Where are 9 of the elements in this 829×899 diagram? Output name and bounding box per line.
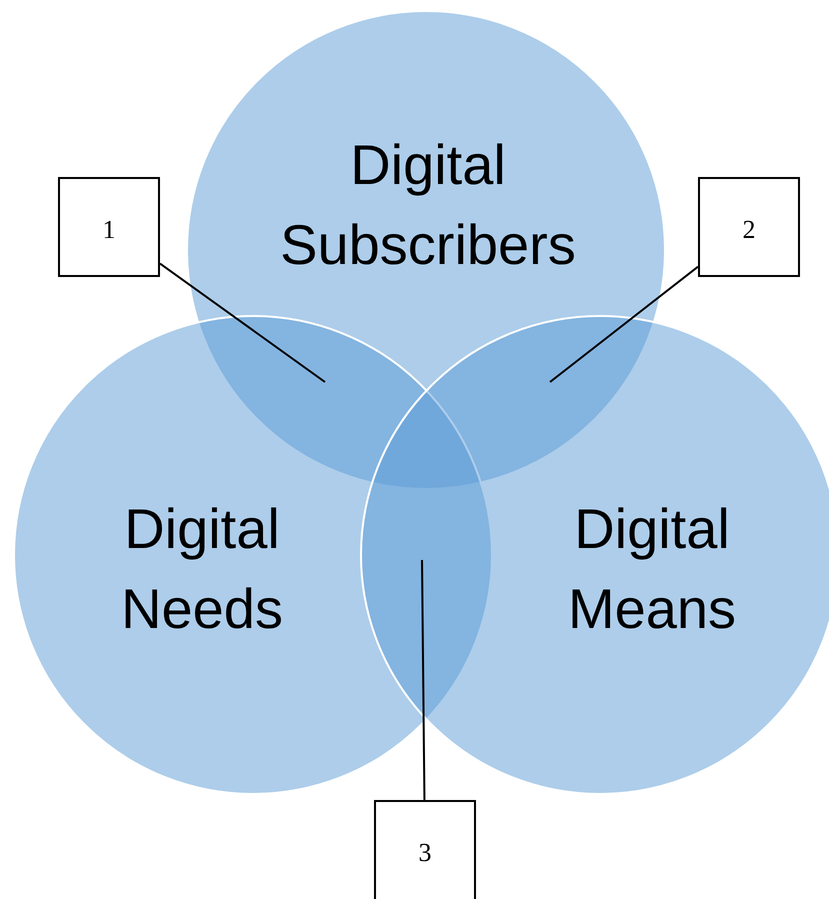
circle-label: Digital Subscribers — [279, 132, 577, 278]
circle-label: Digital Means — [566, 496, 738, 642]
leader-line — [159, 262, 326, 383]
leader-line — [549, 266, 699, 383]
leader-line — [421, 560, 426, 800]
callout-box: 2 — [698, 177, 800, 277]
callout-box: 1 — [58, 177, 160, 277]
callout-box: 3 — [374, 800, 476, 899]
circle-label: Digital Needs — [120, 496, 284, 642]
